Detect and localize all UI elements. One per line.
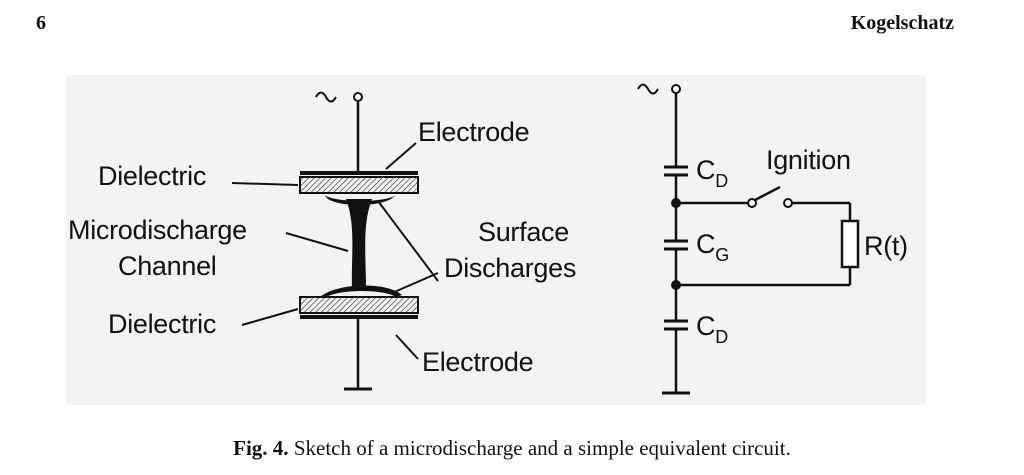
label-cd-top-main: C [696, 155, 715, 185]
label-resistor: R(t) [864, 231, 908, 261]
leader-microdischarge [285, 232, 349, 252]
switch-contact-left [747, 198, 757, 208]
bottom-dielectric [299, 296, 419, 314]
label-discharges: Discharges [444, 253, 576, 283]
label-electrode-bottom: Electrode [422, 347, 533, 377]
leader-surface-lower [391, 272, 439, 294]
figure: Electrode Dielectric Microdischarge Chan… [66, 75, 926, 405]
ac-source-symbol [315, 91, 337, 103]
resistor-rt [840, 219, 860, 269]
leader-dielectric-bottom [241, 308, 299, 326]
label-surface: Surface [478, 217, 569, 247]
figure-caption: Fig. 4. Sketch of a microdischarge and a… [0, 436, 1024, 461]
ac-terminal [353, 92, 363, 102]
leader-electrode-bottom [395, 334, 419, 360]
equivalent-circuit: CD Ignition CG R(t) CD [637, 83, 908, 395]
top-dielectric [299, 176, 419, 194]
running-head: Kogelschatz [850, 12, 954, 34]
label-dielectric-top: Dielectric [98, 161, 206, 191]
label-cd-bottom-sub: D [715, 327, 728, 347]
label-dielectric-bottom: Dielectric [108, 309, 216, 339]
circuit-ac-terminal [671, 84, 681, 94]
figure-drawing: Electrode Dielectric Microdischarge Chan… [68, 83, 908, 395]
microdischarge-channel [346, 199, 372, 289]
switch-blade [754, 185, 781, 202]
label-channel: Channel [118, 251, 216, 281]
surface-discharge-bottom [320, 285, 402, 297]
caption-text: Sketch of a microdischarge and a simple … [288, 436, 791, 460]
label-ignition: Ignition [766, 145, 851, 175]
bottom-electrode [300, 315, 418, 319]
page-number: 6 [36, 12, 46, 34]
label-cg-sub: G [715, 245, 729, 265]
top-electrode [300, 171, 418, 175]
label-cd-top: CD [696, 155, 728, 191]
label-cd-bottom-main: C [696, 311, 715, 341]
microdischarge-sketch: Electrode Dielectric Microdischarge Chan… [68, 91, 576, 391]
label-cd-top-sub: D [715, 171, 728, 191]
leader-dielectric-top [231, 182, 299, 186]
leader-electrode-top [385, 142, 417, 170]
label-cg-main: C [696, 229, 715, 259]
label-microdischarge: Microdischarge [68, 215, 247, 245]
caption-label: Fig. 4. [233, 436, 289, 460]
label-cg: CG [696, 229, 729, 265]
switch-contact-right [783, 198, 793, 208]
leader-surface-upper [377, 200, 439, 282]
circuit-ac-source-symbol [637, 83, 659, 95]
label-electrode-top: Electrode [418, 117, 529, 147]
label-cd-bottom: CD [696, 311, 728, 347]
